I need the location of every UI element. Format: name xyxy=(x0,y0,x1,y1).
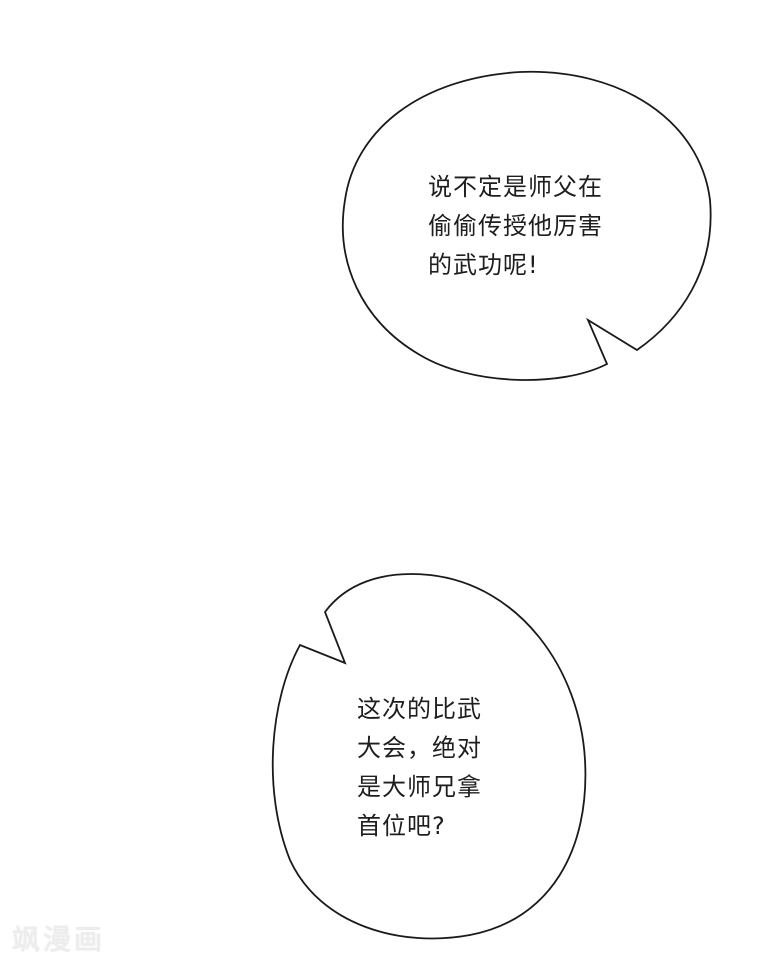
dialogue-line: 偷偷传授他厉害 xyxy=(428,212,603,240)
dialogue-line: 说不定是师父在 xyxy=(428,173,603,201)
watermark-logo: 飒漫画 xyxy=(12,923,106,956)
dialogue-line: 的武功呢! xyxy=(428,251,539,279)
dialogue-line: 大会，绝对 xyxy=(357,734,482,762)
speech-bubble-2 xyxy=(271,573,587,940)
speech-bubble-1-text: 说不定是师父在偷偷传授他厉害的武功呢! xyxy=(428,168,603,285)
dialogue-line: 首位吧? xyxy=(357,812,446,840)
speech-bubble-2-text: 这次的比武大会，绝对是大师兄拿首位吧? xyxy=(357,690,482,846)
speech-bubble-1 xyxy=(341,70,712,381)
dialogue-line: 这次的比武 xyxy=(357,695,482,723)
dialogue-line: 是大师兄拿 xyxy=(357,773,482,801)
